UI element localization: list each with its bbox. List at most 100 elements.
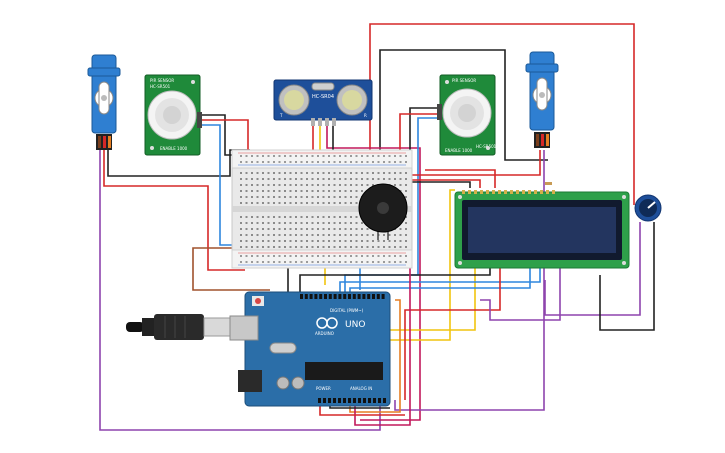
pin-hole — [278, 246, 281, 248]
servo-right[interactable] — [525, 51, 559, 148]
wire-lcd-purple[interactable] — [480, 265, 561, 321]
pin-hole — [306, 222, 308, 224]
pin-hole — [405, 228, 407, 230]
pin-hole — [328, 202, 330, 204]
pin-hole — [295, 222, 297, 224]
pin-hole — [383, 261, 385, 263]
pin-hole — [339, 222, 341, 224]
pin-hole — [245, 234, 248, 236]
wire-right-servo-red[interactable] — [390, 150, 541, 176]
wire-pir-left-black[interactable] — [200, 114, 272, 156]
pin-hole — [394, 261, 396, 263]
pin-hole — [240, 172, 242, 174]
pin-hole — [278, 228, 281, 230]
pin-hole — [344, 196, 347, 198]
reset-button[interactable] — [255, 298, 261, 304]
wire-left-servo-red[interactable] — [103, 150, 245, 271]
pin-hole — [300, 255, 303, 257]
pin-hole — [328, 178, 330, 180]
lcd-display[interactable] — [454, 182, 630, 269]
pin-hole — [366, 228, 369, 230]
pin-hole — [251, 172, 253, 174]
pin-hole — [322, 222, 325, 224]
pir-sensor-left[interactable]: PIR SENSOR HC-SR501 ENABLE 1000 — [144, 74, 202, 156]
wire-pot-purple[interactable] — [544, 222, 641, 316]
pin-hole — [300, 234, 303, 236]
wire-us-magenta[interactable] — [326, 124, 421, 421]
pin-hole — [256, 161, 259, 163]
pin-hole — [289, 184, 292, 186]
pin-hole — [284, 184, 286, 186]
pin-hole — [262, 228, 264, 230]
pin-hole — [267, 246, 270, 248]
pin-hole — [372, 184, 374, 186]
wire-lcd-blue[interactable] — [339, 265, 541, 295]
pin-hole — [322, 161, 325, 163]
pin-hole — [350, 216, 352, 218]
wire-lcd-blue-2[interactable] — [349, 265, 531, 295]
pin-hole — [498, 190, 501, 194]
pin-hole — [522, 190, 525, 194]
pin-hole — [394, 184, 396, 186]
pin-hole — [267, 255, 270, 257]
pin-hole — [262, 255, 264, 257]
pin-hole — [311, 228, 314, 230]
pin-hole — [262, 234, 264, 236]
pin-hole — [405, 184, 407, 186]
pin-hole — [322, 196, 325, 198]
pin-hole — [262, 216, 264, 218]
pin-hole — [240, 184, 242, 186]
pin-hole — [245, 190, 248, 192]
pin-hole — [361, 228, 363, 230]
pin-hole — [284, 261, 286, 263]
pin-hole — [251, 216, 253, 218]
pin-hole — [267, 222, 270, 224]
pin-hole — [295, 234, 297, 236]
servo-left[interactable] — [87, 54, 121, 150]
wire-black-top[interactable] — [379, 49, 548, 161]
pin-hole — [328, 255, 330, 257]
pin-hole — [267, 161, 270, 163]
pin-hole — [273, 222, 275, 224]
pin-hole — [311, 222, 314, 224]
pin-hole — [245, 196, 248, 198]
wire-bb-red-lcd[interactable] — [425, 169, 496, 188]
pir-sensor-right[interactable]: PIR SENSOR HC-SR501 ENABLE 1000 — [437, 74, 497, 156]
potentiometer[interactable] — [634, 194, 662, 222]
arduino-uno[interactable]: UNO ARDUINO DIGITAL (PWM~) POWER ANALOG … — [229, 291, 391, 407]
pin-hole — [317, 240, 319, 242]
wire-pot-black[interactable] — [599, 222, 655, 331]
pin-hole — [333, 240, 336, 242]
pin-hole — [348, 294, 351, 299]
pin-hole — [311, 190, 314, 192]
pin-hole — [267, 190, 270, 192]
wire-pir-right-red[interactable] — [399, 113, 440, 155]
pin-hole — [377, 240, 380, 242]
pin-hole — [328, 172, 330, 174]
pin-hole — [338, 294, 342, 299]
pin-hole — [295, 184, 297, 186]
pin-hole — [240, 255, 242, 257]
pin-hole — [256, 261, 259, 263]
pin-hole — [355, 155, 358, 157]
pin-hole — [394, 240, 396, 242]
pin-hole — [295, 172, 297, 174]
ultrasonic-sensor[interactable]: HC-SR04 T R — [273, 79, 373, 126]
wire-uno-magenta[interactable] — [354, 258, 411, 426]
pin-hole — [262, 261, 264, 263]
pin-hole — [333, 196, 336, 198]
pin-hole — [251, 234, 253, 236]
wire-lcd-red[interactable] — [404, 265, 501, 400]
pin-hole — [267, 228, 270, 230]
pin-hole — [289, 261, 292, 263]
pin-hole — [273, 216, 275, 218]
pin-hole — [306, 178, 308, 180]
pin-hole — [350, 246, 352, 248]
pin-hole — [399, 228, 402, 230]
piezo-buzzer[interactable] — [358, 183, 408, 240]
pin-hole — [388, 172, 391, 174]
pin-hole — [295, 178, 297, 180]
wire-right-servo-purple[interactable] — [394, 150, 545, 411]
pin-hole — [361, 155, 363, 157]
pin-hole — [328, 398, 331, 403]
